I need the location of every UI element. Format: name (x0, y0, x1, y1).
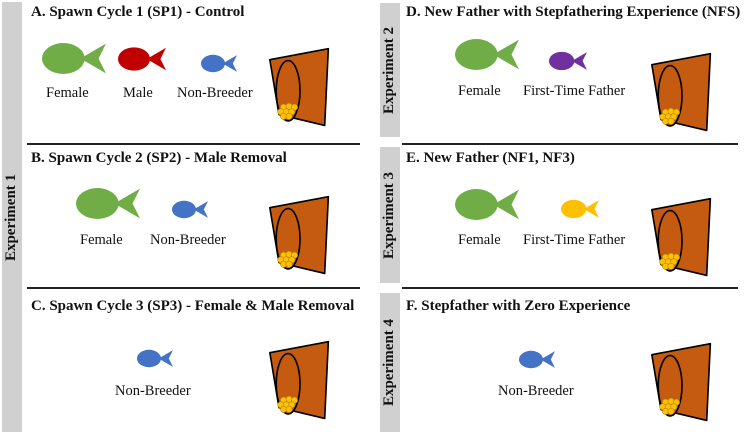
label-female: Female (46, 85, 89, 101)
first-time-father-fish-icon (549, 50, 587, 72)
first-time-father-fish-icon (561, 198, 599, 220)
label-first-time-father: First-Time Father (523, 83, 626, 99)
experiment-3-bar: Experiment 3 (380, 147, 400, 283)
label-female: Female (458, 232, 501, 248)
experiment-2-bar: Experiment 2 (380, 3, 400, 137)
flower-pot-icon (268, 45, 332, 131)
experiment-4-label: Experiment 4 (381, 318, 398, 407)
panel-f-title: F. Stepfather with Zero Experience (406, 298, 631, 314)
label-female: Female (458, 83, 501, 99)
label-non-breeder: Non-Breeder (115, 383, 191, 399)
experiment-1-bar: Experiment 1 (2, 2, 22, 432)
label-non-breeder: Non-Breeder (498, 383, 574, 399)
label-male: Male (123, 85, 153, 101)
divider-right-2 (402, 287, 738, 289)
non-breeder-fish-icon (519, 349, 555, 370)
female-fish-icon (455, 186, 519, 223)
divider-right-1 (402, 143, 738, 145)
label-female: Female (80, 232, 123, 248)
female-fish-icon (76, 185, 140, 222)
non-breeder-fish-icon (172, 199, 208, 220)
flower-pot-icon (650, 195, 714, 281)
male-fish-icon (118, 45, 166, 73)
divider-left-2 (27, 287, 360, 289)
panel-e-title: E. New Father (NF1, NF3) (406, 150, 575, 166)
female-fish-icon (455, 36, 519, 73)
label-first-time-father: First-Time Father (523, 232, 626, 248)
flower-pot-icon (650, 340, 714, 426)
panel-a-title: A. Spawn Cycle 1 (SP1) - Control (31, 4, 245, 20)
label-non-breeder: Non-Breeder (150, 232, 226, 248)
panel-d-title: D. New Father with Stepfathering Experie… (406, 4, 741, 20)
female-fish-icon (42, 40, 106, 77)
divider-left-1 (27, 143, 360, 145)
label-non-breeder: Non-Breeder (177, 85, 253, 101)
panel-b-title: B. Spawn Cycle 2 (SP2) - Male Removal (31, 150, 287, 166)
experiment-3-label: Experiment 3 (381, 171, 398, 259)
experiment-4-bar: Experiment 4 (380, 293, 400, 432)
non-breeder-fish-icon (137, 348, 173, 369)
flower-pot-icon (268, 193, 332, 279)
panel-c-title: C. Spawn Cycle 3 (SP3) - Female & Male R… (31, 298, 355, 314)
experiment-1-label: Experiment 1 (3, 173, 20, 261)
non-breeder-fish-icon (201, 53, 237, 74)
experiment-2-label: Experiment 2 (381, 26, 398, 114)
flower-pot-icon (650, 50, 714, 136)
flower-pot-icon (268, 338, 332, 424)
